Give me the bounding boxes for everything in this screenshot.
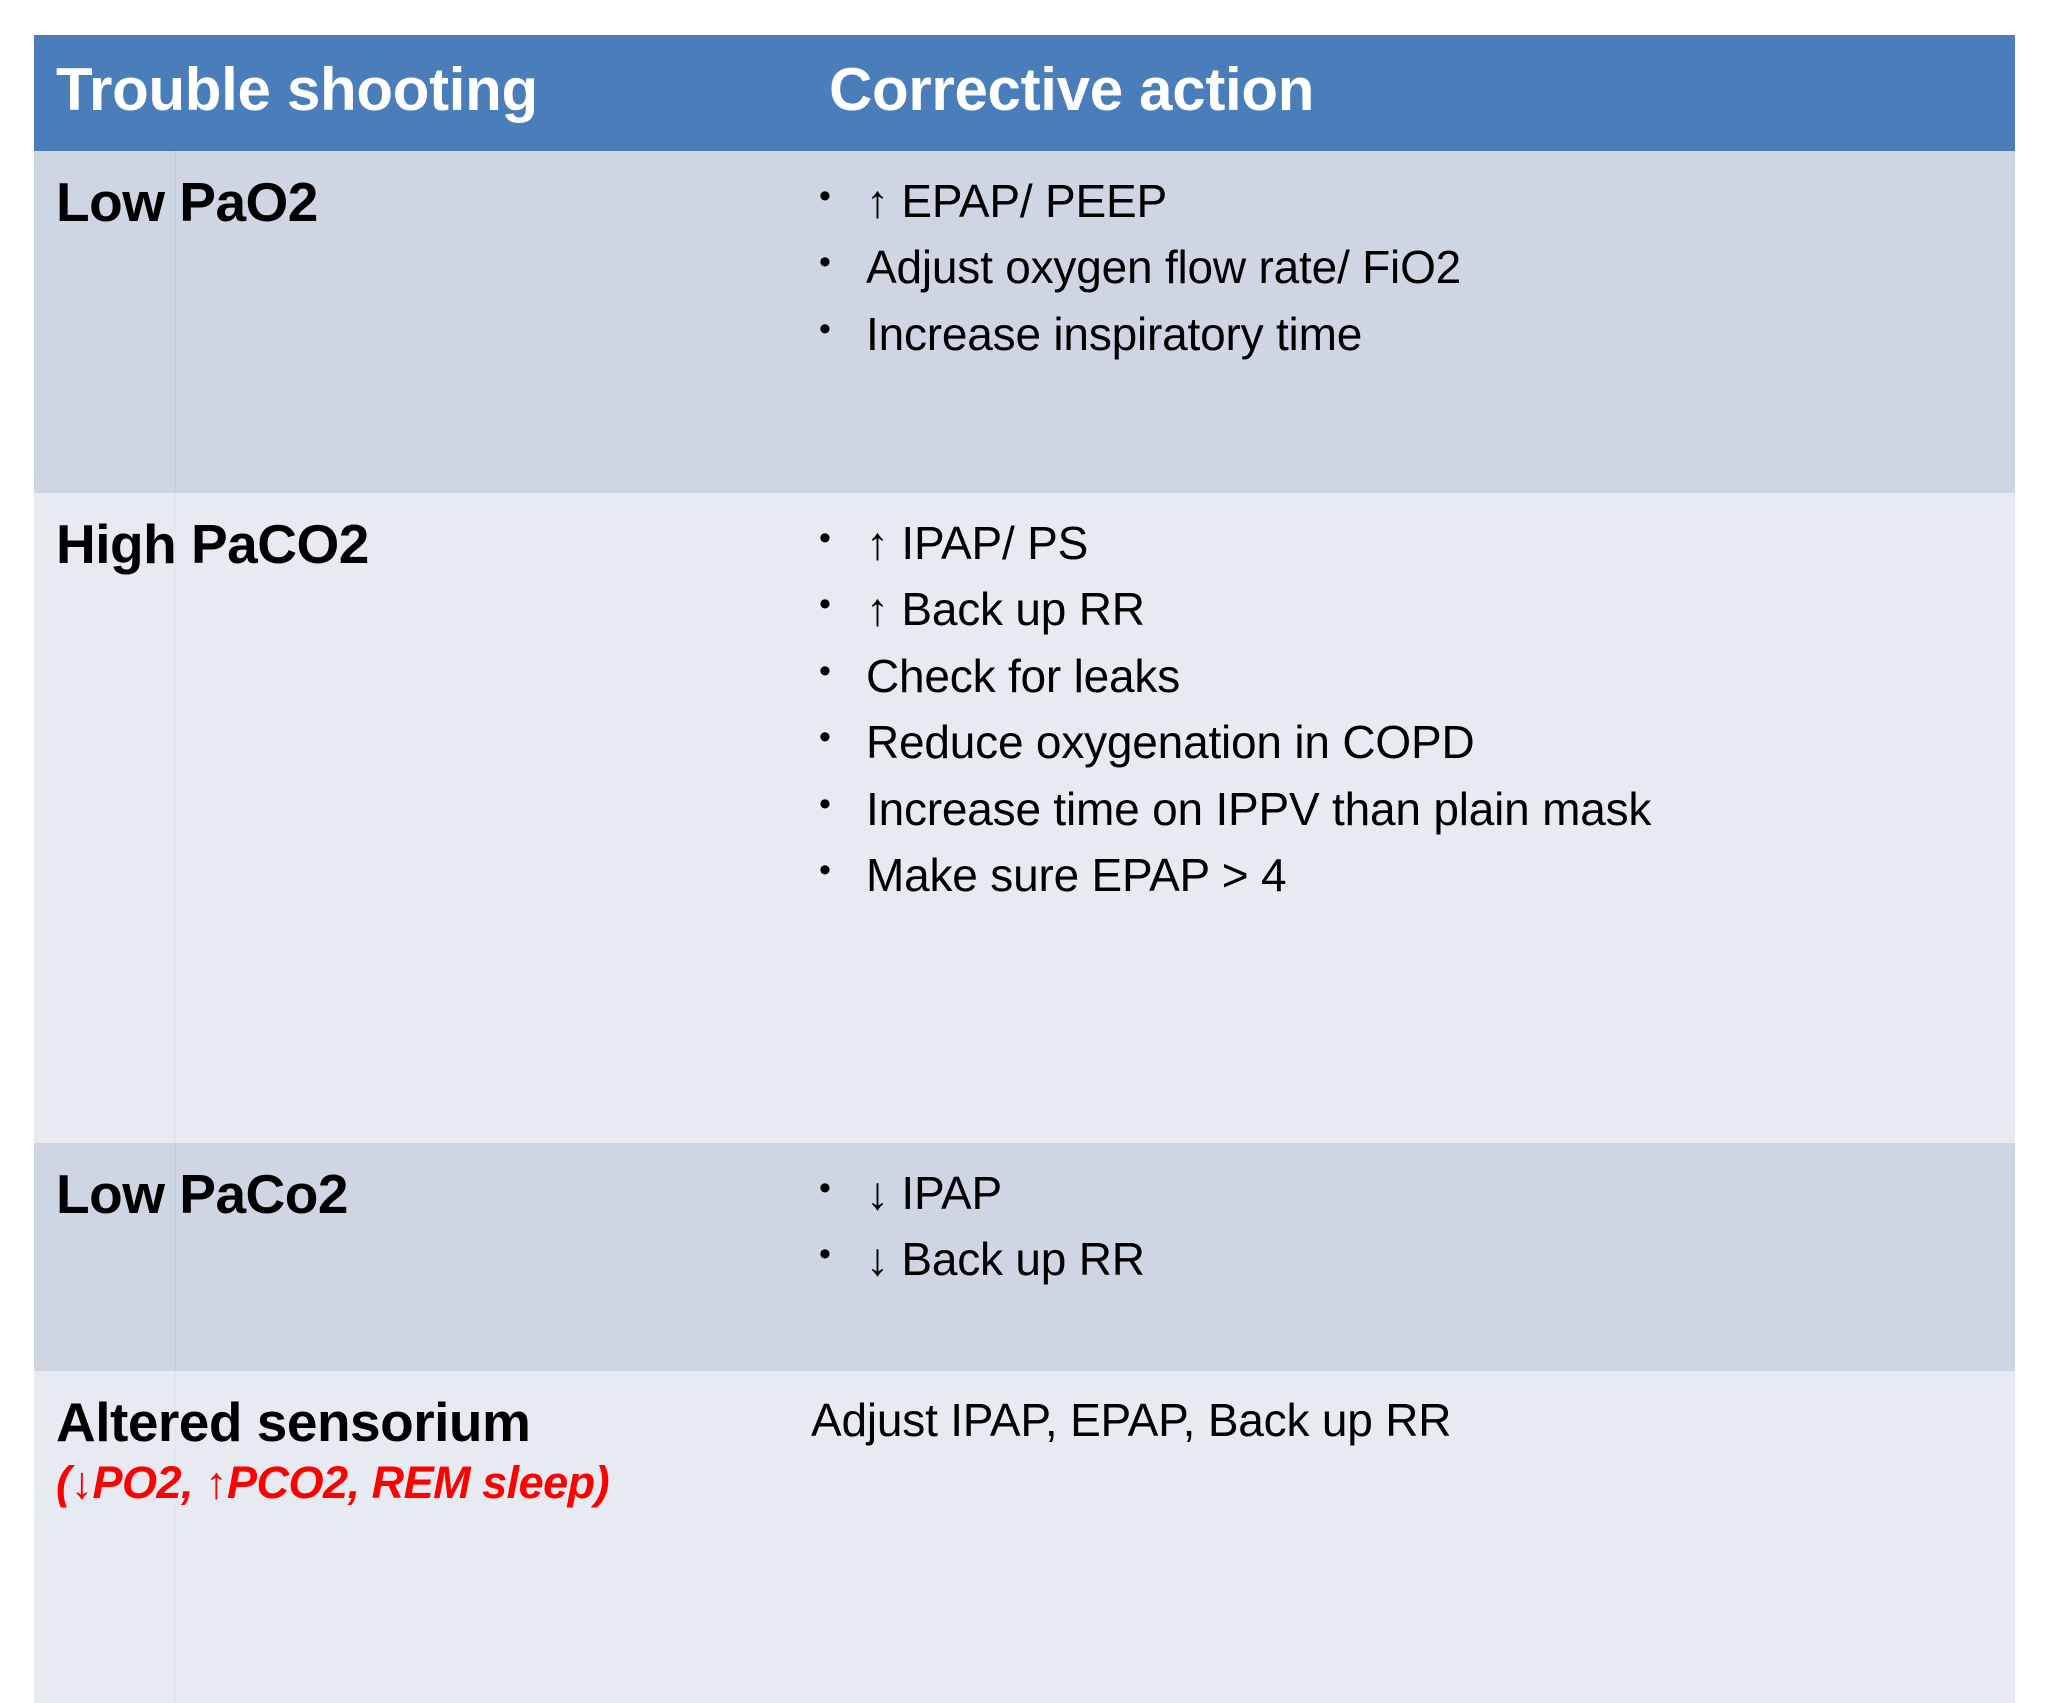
list-item: ↓ IPAP	[811, 1159, 1997, 1225]
list-item: ↓ Back up RR	[811, 1225, 1997, 1291]
action-list: ↑ IPAP/ PS ↑ Back up RR Check for leaks …	[799, 509, 1997, 907]
problem-cell: Low PaCo2	[34, 1143, 799, 1371]
problem-label: High PaCO2	[56, 513, 369, 575]
corrective-action-cell: ↑ EPAP/ PEEP Adjust oxygen flow rate/ Fi…	[799, 151, 2015, 493]
list-item: Increase inspiratory time	[811, 300, 1997, 366]
table-body: Low PaO2 ↑ EPAP/ PEEP Adjust oxygen flow…	[34, 151, 2015, 1703]
problem-label: Altered sensorium	[56, 1391, 531, 1453]
slide-canvas: Trouble shooting Corrective action Low P…	[0, 0, 2048, 1536]
table-row: Altered sensorium (↓PO2, ↑PCO2, REM slee…	[34, 1371, 2015, 1703]
list-item: ↑ IPAP/ PS	[811, 509, 1997, 575]
corrective-action-cell: ↓ IPAP ↓ Back up RR	[799, 1143, 2015, 1371]
action-text: Adjust IPAP, EPAP, Back up RR	[811, 1394, 1452, 1446]
problem-cell: High PaCO2	[34, 493, 799, 1143]
list-item: Adjust oxygen flow rate/ FiO2	[811, 233, 1997, 299]
column-header-trouble-shooting: Trouble shooting	[34, 35, 799, 151]
table-row: Low PaO2 ↑ EPAP/ PEEP Adjust oxygen flow…	[34, 151, 2015, 493]
problem-note: (↓PO2, ↑PCO2, REM sleep)	[56, 1457, 610, 1509]
list-item: Make sure EPAP > 4	[811, 841, 1997, 907]
corrective-action-cell: Adjust IPAP, EPAP, Back up RR	[799, 1371, 2015, 1703]
problem-label: Low PaO2	[56, 171, 318, 233]
list-item: ↑ EPAP/ PEEP	[811, 167, 1997, 233]
troubleshooting-table: Trouble shooting Corrective action Low P…	[34, 35, 2015, 1703]
problem-cell: Altered sensorium (↓PO2, ↑PCO2, REM slee…	[34, 1371, 799, 1703]
table-row: High PaCO2 ↑ IPAP/ PS ↑ Back up RR Check…	[34, 493, 2015, 1143]
list-item: Increase time on IPPV than plain mask	[811, 775, 1997, 841]
list-item: Reduce oxygenation in COPD	[811, 708, 1997, 774]
table-row: Low PaCo2 ↓ IPAP ↓ Back up RR	[34, 1143, 2015, 1371]
column-header-corrective-action: Corrective action	[799, 35, 2015, 151]
corrective-action-cell: ↑ IPAP/ PS ↑ Back up RR Check for leaks …	[799, 493, 2015, 1143]
table-header-row: Trouble shooting Corrective action	[34, 35, 2015, 151]
problem-label: Low PaCo2	[56, 1163, 348, 1225]
action-list: ↑ EPAP/ PEEP Adjust oxygen flow rate/ Fi…	[799, 167, 1997, 366]
list-item: Check for leaks	[811, 642, 1997, 708]
list-item: ↑ Back up RR	[811, 575, 1997, 641]
problem-cell: Low PaO2	[34, 151, 799, 493]
action-list: ↓ IPAP ↓ Back up RR	[799, 1159, 1997, 1292]
